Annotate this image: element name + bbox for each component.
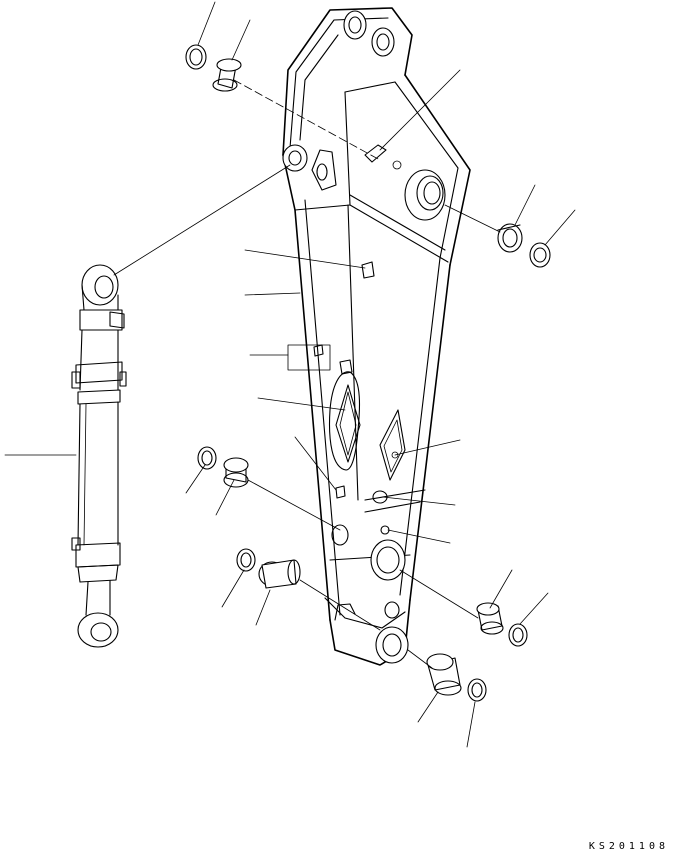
foot-flanged-bushing	[426, 653, 462, 696]
mid-bushing	[223, 457, 249, 488]
boom-cylinder	[71, 264, 127, 648]
mid-seal-ring	[197, 446, 217, 470]
assembly-guide-lines	[113, 79, 501, 669]
right-lower-seal	[508, 623, 528, 647]
upper-bushing	[212, 58, 242, 92]
foot-seal-ring	[467, 678, 487, 702]
drawing-code-label: KS201108	[588, 841, 669, 852]
boom-assembly	[282, 7, 471, 666]
right-lower-bushing	[476, 602, 504, 635]
arm-cylinder-seal	[529, 242, 551, 268]
lower-seal-ring	[236, 548, 256, 572]
leader-lines	[4, 1, 576, 748]
lower-flanged-bushing	[258, 559, 301, 589]
upper-seal-ring	[185, 44, 207, 70]
arm-cylinder-bushing	[497, 223, 523, 253]
